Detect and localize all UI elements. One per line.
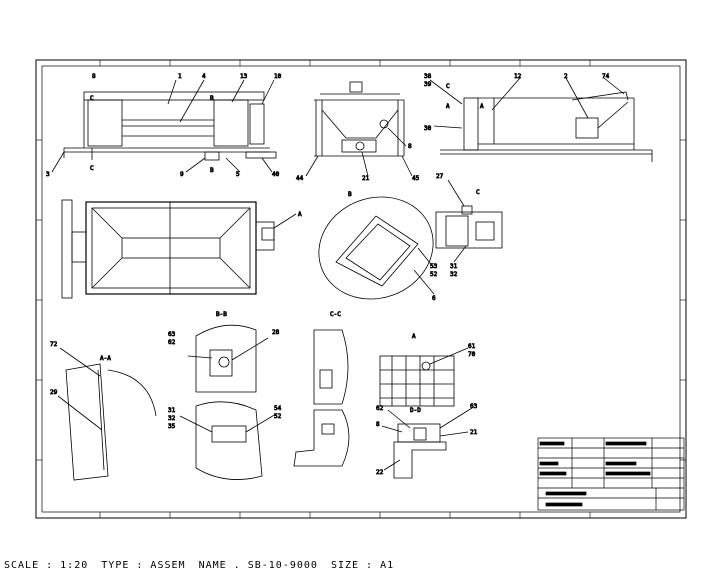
balloon-front-9: 9 — [180, 171, 184, 178]
title-block — [537, 437, 685, 511]
balloon-lo-54: 54 — [274, 405, 282, 412]
balloon-lo-31: 31 — [168, 407, 176, 414]
balloon-dd-62: 62 — [376, 405, 384, 412]
balloon-grid-70: 70 — [468, 351, 476, 358]
balloon-grid-61: 61 — [468, 343, 476, 350]
section-mark-right-a: A — [446, 103, 450, 110]
detail-c — [435, 179, 503, 263]
balloon-front-8: 8 — [92, 73, 96, 80]
section-mark-right-c: C — [446, 83, 450, 90]
section-a-label: A — [412, 333, 416, 340]
balloon-front-13: 13 — [240, 73, 248, 80]
grid-view — [379, 347, 469, 407]
inner-border — [41, 65, 681, 513]
section-dd-label: D-D — [410, 407, 421, 414]
balloon-front-40: 40 — [272, 171, 280, 178]
footer-info: SCALE : 1:20 TYPE : ASSEM NAME . SB-10-9… — [4, 560, 400, 571]
section-mark-c-bottom: C — [90, 165, 94, 172]
balloon-front-1: 1 — [178, 73, 182, 80]
balloon-right-2: 2 — [564, 73, 568, 80]
balloon-dd-8: 8 — [376, 421, 380, 428]
section-aa-label: A-A — [100, 355, 111, 362]
section-mark-b-bottom: B — [210, 167, 214, 174]
border-ticks — [36, 60, 686, 518]
balloon-side-44: 44 — [296, 175, 304, 182]
balloon-right-39: 39 — [424, 81, 432, 88]
balloon-front-3: 3 — [46, 171, 50, 178]
front-view-balloons: 8 1 4 13 10 3 9 5 40 C B B C — [46, 73, 282, 179]
balloon-side-8: 8 — [408, 143, 412, 150]
scale-label: SCALE : 1:20 — [4, 560, 89, 571]
side-view — [305, 81, 413, 177]
balloon-oval-6: 6 — [432, 295, 436, 302]
balloon-right-12: 12 — [514, 73, 522, 80]
balloon-aa-29: 29 — [50, 389, 58, 396]
oval-detail-balloons: B 53 52 6 — [348, 191, 438, 303]
size-label: SIZE : A1 — [330, 560, 395, 571]
side-view-balloons: 44 21 45 8 — [296, 143, 420, 183]
section-cc — [293, 329, 350, 467]
balloon-oval-53: 53 — [430, 263, 438, 270]
balloon-bb-62: 62 — [168, 339, 176, 346]
balloon-bb-28: 28 — [272, 329, 280, 336]
outer-border — [35, 59, 687, 519]
balloon-lo-52: 52 — [274, 413, 282, 420]
balloon-right-30: 30 — [424, 125, 432, 132]
type-label: TYPE : ASSEM — [101, 560, 186, 571]
section-aa-balloons: A-A 72 29 — [50, 341, 112, 397]
view-b-label: B — [348, 191, 352, 198]
right-view — [429, 77, 653, 162]
balloon-side-21: 21 — [362, 175, 370, 182]
section-bb-label: B-B — [216, 311, 227, 318]
section-mark-c: C — [90, 95, 94, 102]
right-view-balloons: 38 39 12 2 74 30 C A A — [424, 73, 610, 133]
front-view — [63, 79, 277, 161]
grid-view-balloons: A 61 70 — [412, 333, 476, 359]
balloon-side-45: 45 — [412, 175, 420, 182]
balloon-right-74: 74 — [602, 73, 610, 80]
section-bb — [179, 324, 277, 480]
section-mark-right-a2: A — [480, 103, 484, 110]
oval-detail-b — [318, 196, 435, 300]
balloon-oval-52: 52 — [430, 271, 438, 278]
balloon-bb-63: 63 — [168, 331, 176, 338]
balloon-dd-22: 22 — [376, 469, 384, 476]
section-dd — [381, 407, 473, 479]
balloon-front-5: 5 — [236, 171, 240, 178]
balloon-dd-63: 63 — [470, 403, 478, 410]
balloon-lo-32: 32 — [168, 415, 176, 422]
balloon-dd-21: 21 — [470, 429, 478, 436]
section-bb-balloons: B-B 63 62 28 31 32 35 54 52 — [168, 311, 282, 431]
section-dd-balloons: D-D 62 8 63 21 22 — [376, 403, 478, 477]
detail-c-balloons: C 27 31 32 — [436, 173, 481, 279]
view-c-label: C — [476, 189, 480, 196]
balloon-detail-31: 31 — [450, 263, 458, 270]
balloon-detail-32: 32 — [450, 271, 458, 278]
drawing-name-label: NAME . SB-10-9000 — [198, 560, 318, 571]
section-mark-b: B — [210, 95, 214, 102]
balloon-detail-27: 27 — [436, 173, 444, 180]
balloon-right-38: 38 — [424, 73, 432, 80]
balloon-aa-72: 72 — [50, 341, 58, 348]
view-a-label-top: A — [298, 211, 302, 218]
balloon-front-10: 10 — [274, 73, 282, 80]
top-view — [61, 199, 297, 299]
section-aa — [57, 347, 157, 481]
balloon-lo-35: 35 — [168, 423, 176, 430]
balloon-front-4: 4 — [202, 73, 206, 80]
section-cc-label: C-C — [330, 311, 341, 318]
